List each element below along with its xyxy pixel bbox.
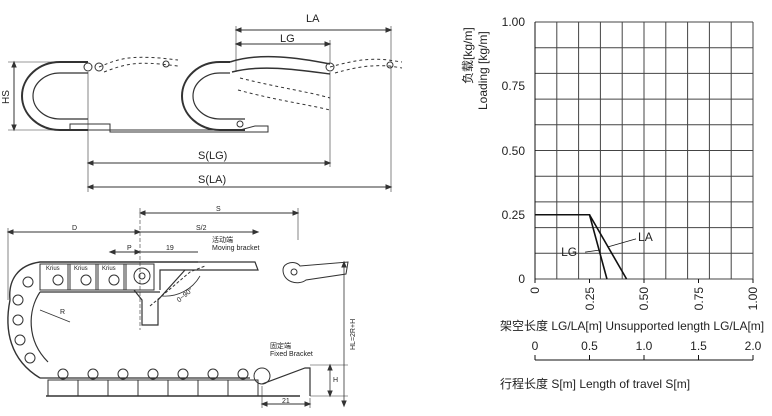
chain-brand-label: Krius	[74, 266, 88, 272]
series-leader-lg	[585, 249, 600, 253]
chart-xlabel-bottom: 行程长度 S[m] Length of travel S[m]	[500, 377, 691, 391]
chart-x-tick-label-bottom: 0	[531, 339, 539, 353]
chart-y-tick-label: 0.25	[501, 207, 525, 222]
chart-ylabel-cn: 负载[kg/m]	[461, 27, 475, 84]
chart-series-group	[535, 213, 637, 280]
series-leader-la	[607, 238, 637, 248]
p-dimension-label: P	[127, 245, 132, 252]
hs-dimension-label: HS	[1, 90, 12, 104]
chart-y-tick-label: 1.00	[501, 15, 525, 29]
fixed-bracket-cn-label: 固定端	[270, 343, 291, 350]
chain-brand-label: Krius	[46, 266, 60, 272]
lg-dimension-label: LG	[280, 33, 295, 45]
moving-bracket-en-label: Moving bracket	[212, 245, 260, 252]
chain-brand-label: Krius	[102, 266, 116, 272]
s-la-dimension-label: S(LA)	[198, 174, 227, 186]
s-half-dimension-label: S/2	[196, 225, 207, 232]
hl-dimension-label: HL=2R+H	[350, 318, 357, 350]
chart-grid	[534, 21, 754, 280]
chart-y-tick-label: 0.50	[501, 143, 525, 158]
r-dimension-label: R	[60, 309, 66, 316]
moving-bracket-cn-label: 活动端	[212, 237, 233, 244]
la-dimension-label: LA	[306, 13, 320, 25]
chart-x-tick-label-top: 0.25	[582, 287, 597, 311]
h-dimension-label: H	[333, 377, 339, 384]
chart-axes	[534, 22, 754, 361]
chart-y-tick-label: 0.75	[501, 79, 525, 94]
chart-x-tick-label-top: 1.00	[746, 287, 760, 311]
chart-ylabel-en: Loading [kg/m]	[476, 31, 490, 110]
load-chart	[534, 21, 754, 361]
series-label-lg: LG	[561, 245, 578, 260]
series-label-la: LA	[638, 229, 653, 244]
chart-x-tick-label-bottom: 2.0	[744, 339, 762, 353]
d-dimension-label: D	[72, 225, 78, 232]
top-chain-drawing	[8, 26, 403, 192]
chart-series-line-la	[535, 213, 628, 280]
chart-y-tick-label: 0	[518, 272, 525, 286]
chart-x-tick-label-top: 0	[528, 287, 542, 294]
chart-x-tick-label-top: 0.50	[637, 287, 651, 311]
s-dimension-label: S	[216, 206, 221, 213]
chart-x-tick-label-bottom: 1.0	[635, 339, 653, 353]
bottom-chain-drawing	[6, 208, 349, 408]
fixed-bracket-en-label: Fixed Bracket	[270, 351, 313, 358]
chart-xlabel-top: 架空长度 LG/LA[m] Unsupported length LG/LA[m…	[500, 319, 765, 333]
dim-19-label: 19	[166, 245, 174, 252]
chart-x-tick-label-bottom: 0.5	[581, 339, 598, 353]
s-lg-dimension-label: S(LG)	[198, 150, 228, 162]
chart-x-tick-label-top: 0.75	[691, 287, 706, 311]
chart-x-tick-label-bottom: 1.5	[690, 339, 707, 353]
chart-series-line-lg	[535, 213, 608, 280]
dim-21-label: 21	[282, 398, 290, 405]
